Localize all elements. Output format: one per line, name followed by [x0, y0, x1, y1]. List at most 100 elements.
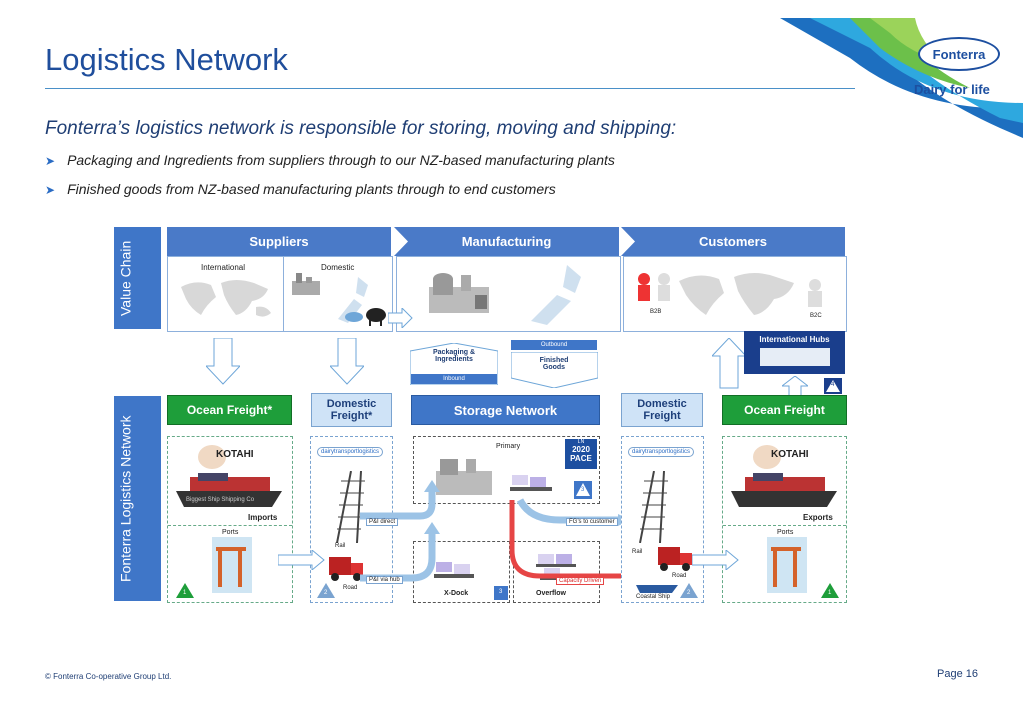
container-ship-icon [731, 473, 837, 507]
network-label: Fonterra Logistics Network [114, 396, 161, 601]
divider [168, 525, 292, 526]
b2c-label: B2C [810, 313, 822, 319]
bullet-2: ➤ Finished goods from NZ-based manufactur… [45, 181, 556, 197]
bullet-arrow-icon: ➤ [45, 183, 56, 197]
bullet-1: ➤ Packaging and Ingredients from supplier… [45, 152, 615, 168]
pace-small: LN [577, 439, 585, 445]
nz-map-icon [531, 265, 581, 325]
pallet-icon [434, 562, 474, 578]
copyright: © Fonterra Co-operative Group Ltd. [45, 672, 172, 681]
truck-icon [329, 557, 363, 581]
ship-name: Biggest Ship Shipping Co [186, 497, 255, 503]
kotahi-logo [198, 445, 226, 469]
pi-hub-label: P&I via hub [366, 576, 403, 584]
badge-1-triangle-icon [176, 583, 194, 598]
road-label: Road [343, 585, 358, 591]
rail-label: Rail [335, 543, 346, 549]
bullet-text: Finished goods from NZ-based manufacturi… [67, 181, 556, 197]
hubs-label: International Hubs [759, 335, 830, 344]
coastal-ship-icon [636, 585, 678, 593]
network-text: Fonterra Logistics Network [117, 415, 134, 582]
pi-direct-label: P&I direct [366, 518, 399, 526]
badge-3: 3 [494, 586, 508, 600]
manufacturing-label: Manufacturing [461, 234, 552, 249]
brand-name: Fonterra [932, 46, 986, 62]
imports-label: Imports [248, 513, 278, 522]
kotahi-logo [753, 445, 781, 469]
truck-icon [658, 547, 692, 571]
badge-number: 2 [324, 590, 328, 596]
handshake-icon [638, 273, 670, 301]
ocean-freight-in-header: Ocean Freight* [167, 395, 292, 425]
manufacturing-chevron [394, 227, 619, 256]
dtl-logo: dairytransportlogistics [317, 447, 384, 457]
badge-number: 4 [831, 382, 835, 388]
badge-3: 3 [574, 481, 592, 499]
exports-panel: KOTAHI Exports Ports 1 [722, 436, 847, 603]
finished-label: Finished Goods [539, 357, 569, 371]
badge-triangle-icon [826, 380, 840, 392]
ocean-freight-out-header: Ocean Freight [722, 395, 847, 425]
overflow-label: Overflow [536, 590, 566, 597]
storage-flow-arrows [360, 480, 635, 582]
fg-customer-label: FG’s to customer [566, 518, 618, 526]
domestic-out-panel: dairytransportlogistics Rail Road Coasta… [621, 436, 704, 603]
badge-2-triangle-icon [680, 583, 698, 598]
finished-goods-box: Finished Goods [511, 352, 598, 388]
badge-4: 4 [824, 378, 842, 394]
badge-number: 3 [499, 589, 503, 595]
capacity-driven-label: Capacity Driven [556, 577, 605, 585]
inbound-tag: Inbound [411, 374, 497, 384]
page-title: Logistics Network [45, 42, 288, 77]
customers-panel: B2B B2C [623, 256, 847, 332]
badge-number: 1 [183, 590, 187, 596]
fonterra-logo: Fonterra [918, 37, 1000, 71]
rail-track-icon [336, 471, 365, 543]
b2b-label: B2B [650, 309, 662, 315]
export-arrow [692, 550, 739, 570]
hubs-map [760, 348, 830, 366]
imports-panel: KOTAHI Biggest Ship Shipping Co Imports … [167, 436, 293, 603]
domestic-freight-out-header: Domestic Freight [621, 393, 703, 427]
kotahi-label: KOTAHI [771, 449, 809, 460]
nz-map-icon [338, 277, 368, 323]
manufacturing-header: Manufacturing [394, 227, 619, 256]
divider [283, 257, 284, 331]
ports-label: Ports [777, 529, 794, 536]
rail-track-icon [639, 471, 668, 543]
up-arrow [712, 338, 746, 389]
primary-label: Primary [496, 443, 521, 450]
badge-triangle-icon [576, 483, 590, 496]
brand-tagline: Dairy for life [914, 82, 990, 97]
brand-swoosh [780, 18, 1023, 138]
customers-label: Customers [699, 234, 767, 249]
finished-pentagon [511, 352, 598, 388]
value-chain-text: Value Chain [117, 240, 134, 316]
bullet-text: Packaging and Ingredients from suppliers… [67, 152, 615, 168]
plant-icon [436, 459, 492, 495]
domestic-freight-in-header: Domestic Freight* [311, 393, 392, 427]
outbound-tag: Outbound [511, 340, 597, 350]
primary-storage-panel: Primary LN 2020 PACE 3 [413, 436, 600, 504]
dtl-logo: dairytransportlogistics [628, 447, 695, 457]
international-hubs-panel: International Hubs [744, 331, 845, 374]
tanker-icon [345, 312, 363, 322]
cow-icon [366, 308, 386, 326]
badge-2-triangle-icon [317, 583, 335, 598]
title-divider [45, 88, 855, 89]
kotahi-label: KOTAHI [216, 449, 254, 460]
down-arrow [206, 338, 240, 385]
bullet-arrow-icon: ➤ [45, 154, 56, 168]
exports-label: Exports [803, 513, 833, 522]
customers-header: Customers [621, 227, 845, 256]
up-arrow [782, 376, 808, 396]
world-map-icon [181, 280, 271, 317]
ports-label: Ports [222, 529, 239, 536]
down-arrow [330, 338, 364, 385]
world-map-icon [679, 273, 794, 315]
rail-label: Rail [632, 549, 643, 555]
pallet-icon [510, 475, 552, 491]
badge-1-triangle-icon [821, 583, 839, 598]
international-label: International [201, 263, 246, 272]
suppliers-header: Suppliers [167, 227, 391, 256]
